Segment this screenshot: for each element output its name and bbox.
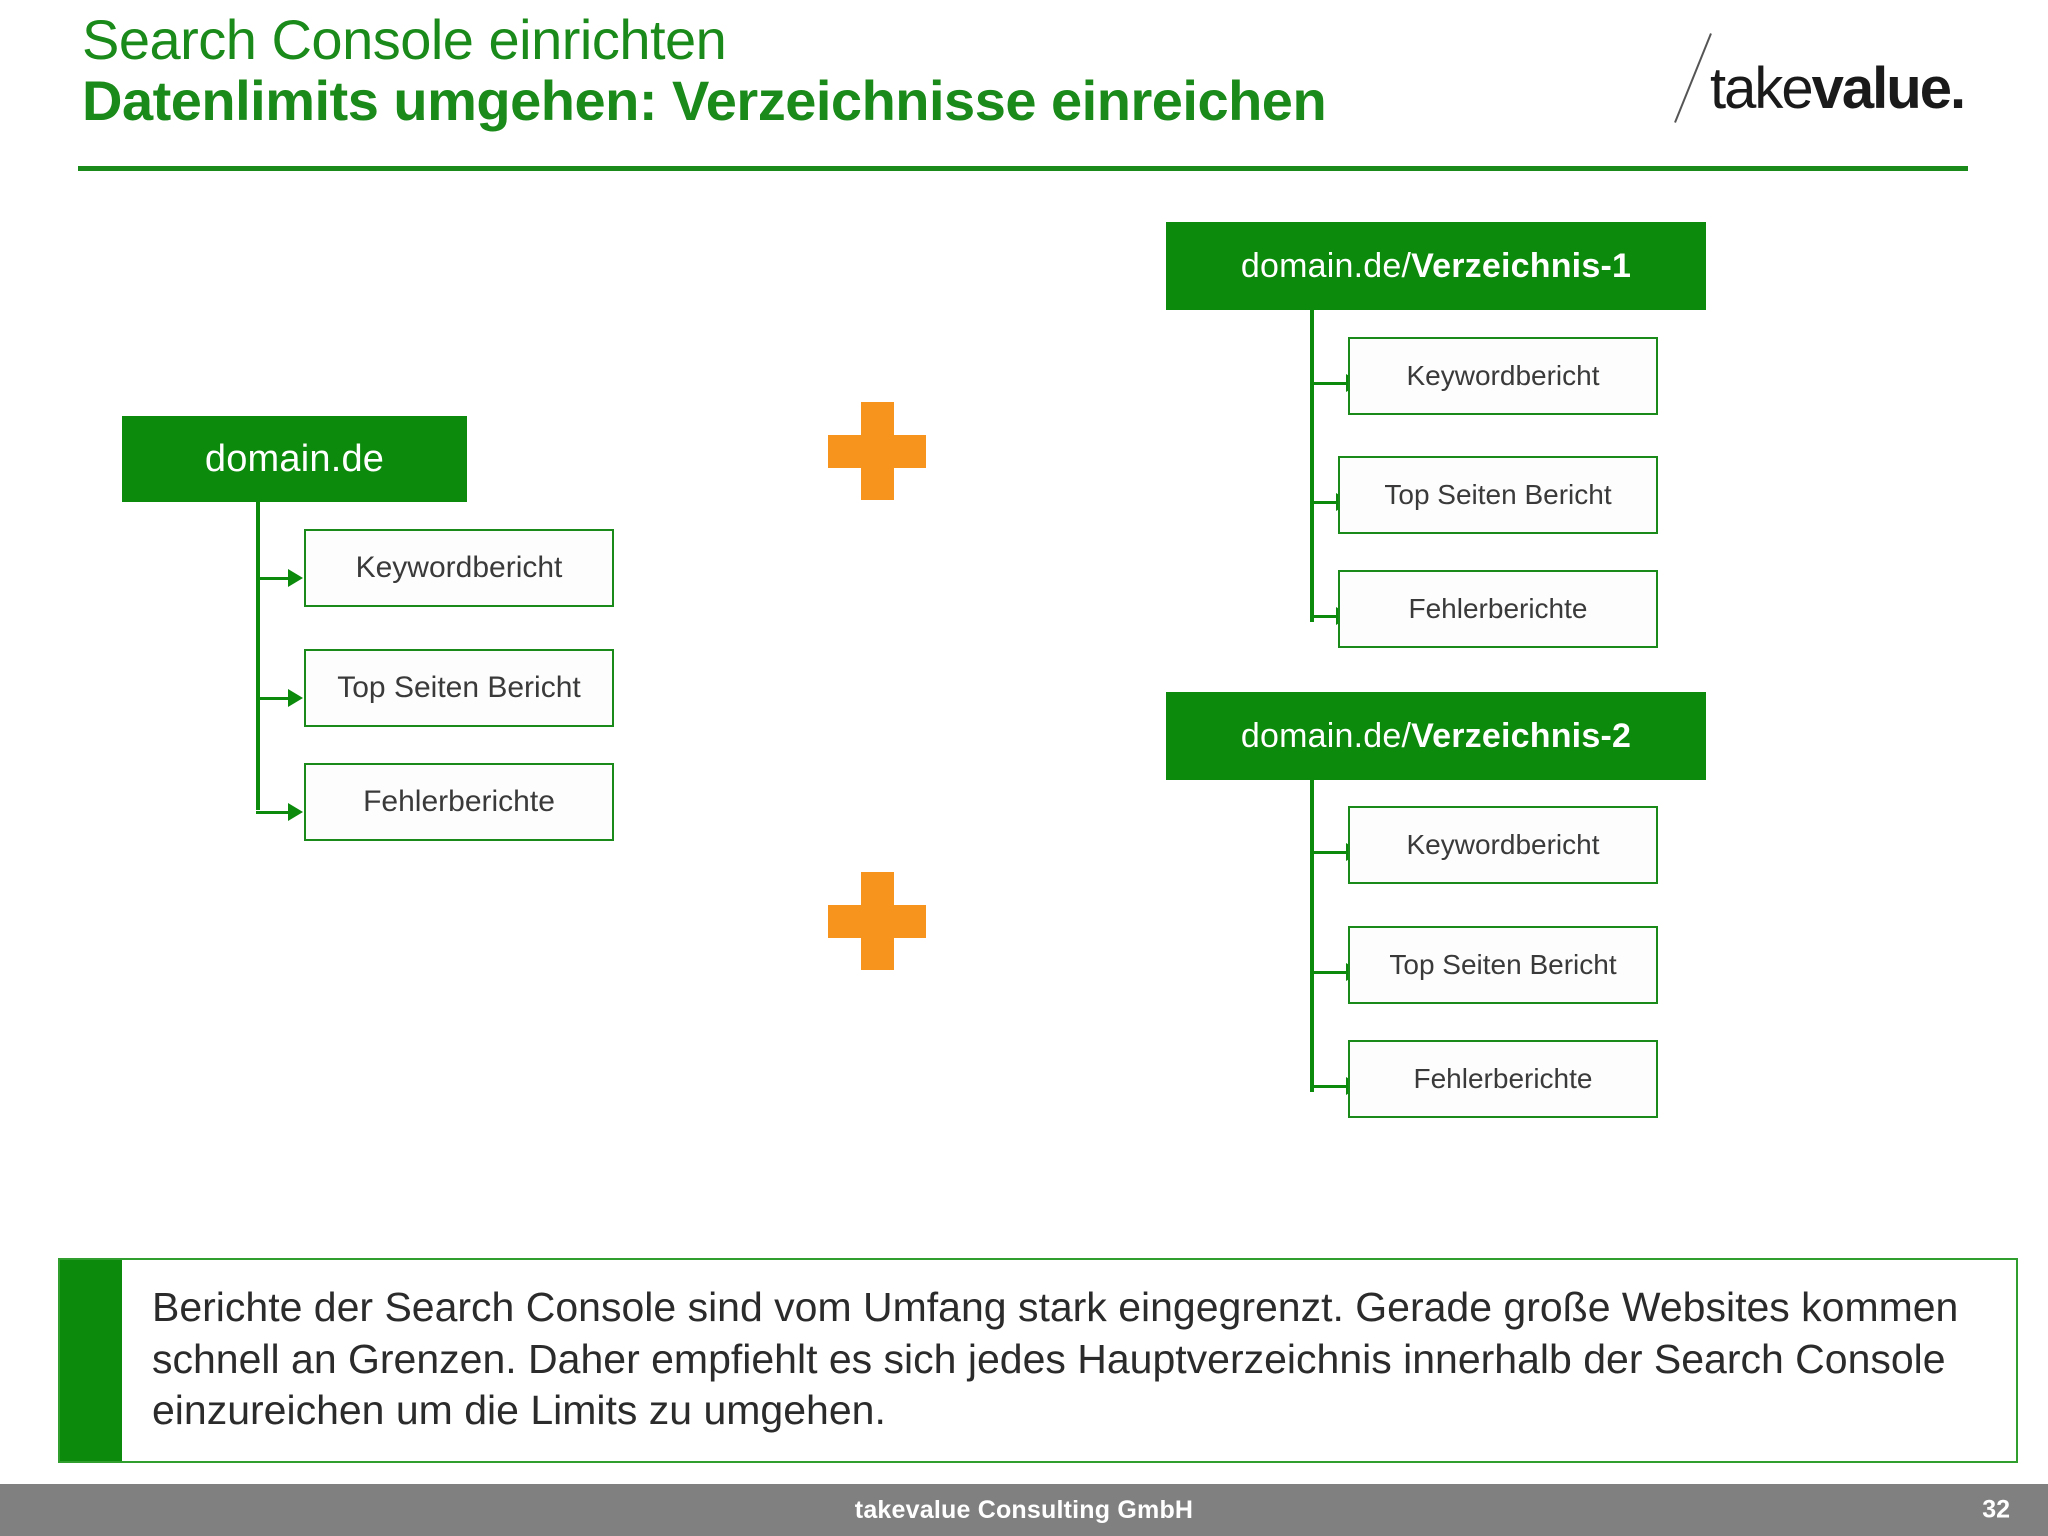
tree-arrow-3 bbox=[256, 802, 304, 822]
page-title: Search Console einrichten Datenlimits um… bbox=[82, 8, 1782, 133]
leaf-label: Keywordbericht bbox=[355, 551, 563, 584]
tree-header-suffix: Verzeichnis-1 bbox=[1411, 246, 1632, 285]
logo-wordmark: takevalue. bbox=[1710, 60, 1966, 118]
title-line-2: Datenlimits umgehen: Verzeichnisse einre… bbox=[82, 69, 1327, 133]
callout-text: Berichte der Search Console sind vom Umf… bbox=[152, 1284, 1959, 1434]
footer-bar: takevalue Consulting GmbH 32 bbox=[0, 1484, 2048, 1536]
tree-spine-verzeichnis-1 bbox=[1310, 310, 1314, 622]
title-underline-rule bbox=[78, 166, 1968, 171]
leaf-box-fehlerberichte[interactable]: Fehlerberichte bbox=[1348, 1040, 1658, 1118]
plus-icon-2 bbox=[828, 872, 926, 970]
tree-header-domain-root[interactable]: domain.de bbox=[122, 416, 467, 502]
takevalue-logo: takevalue. bbox=[1674, 33, 1988, 124]
tree-header-prefix: domain.de/ bbox=[1240, 246, 1412, 285]
logo-text-light: take bbox=[1710, 56, 1814, 121]
tree-arrow-2 bbox=[256, 688, 304, 708]
logo-text-bold: value. bbox=[1811, 56, 1966, 121]
leaf-label: Top Seiten Bericht bbox=[1384, 479, 1612, 510]
footer-company-name: takevalue Consulting GmbH bbox=[854, 1495, 1194, 1524]
callout-box: Berichte der Search Console sind vom Umf… bbox=[58, 1258, 2018, 1463]
leaf-label: Top Seiten Bericht bbox=[337, 671, 581, 704]
leaf-label: Fehlerberichte bbox=[363, 785, 555, 818]
leaf-box-keywordbericht[interactable]: Keywordbericht bbox=[1348, 337, 1658, 415]
tree-arrow-1 bbox=[256, 568, 304, 588]
tree-header-suffix: Verzeichnis-2 bbox=[1411, 716, 1632, 755]
leaf-label: Fehlerberichte bbox=[1408, 593, 1588, 624]
leaf-box-keywordbericht[interactable]: Keywordbericht bbox=[1348, 806, 1658, 884]
leaf-box-top-seiten-bericht[interactable]: Top Seiten Bericht bbox=[1348, 926, 1658, 1004]
plus-icon-1 bbox=[828, 402, 926, 500]
leaf-box-top-seiten-bericht[interactable]: Top Seiten Bericht bbox=[304, 649, 614, 727]
leaf-box-fehlerberichte[interactable]: Fehlerberichte bbox=[304, 763, 614, 841]
leaf-label: Keywordbericht bbox=[1406, 829, 1600, 860]
callout-accent-bar bbox=[60, 1260, 122, 1461]
leaf-box-fehlerberichte[interactable]: Fehlerberichte bbox=[1338, 570, 1658, 648]
tree-header-prefix: domain.de bbox=[204, 437, 385, 480]
leaf-box-top-seiten-bericht[interactable]: Top Seiten Bericht bbox=[1338, 456, 1658, 534]
leaf-label: Top Seiten Bericht bbox=[1389, 949, 1617, 980]
tree-header-verzeichnis-2[interactable]: domain.de/Verzeichnis-2 bbox=[1166, 692, 1706, 780]
leaf-box-keywordbericht[interactable]: Keywordbericht bbox=[304, 529, 614, 607]
tree-spine-domain-root bbox=[256, 502, 260, 810]
leaf-label: Keywordbericht bbox=[1406, 360, 1600, 391]
tree-spine-verzeichnis-2 bbox=[1310, 780, 1314, 1092]
tree-header-verzeichnis-1[interactable]: domain.de/Verzeichnis-1 bbox=[1166, 222, 1706, 310]
title-line-1: Search Console einrichten bbox=[82, 8, 727, 71]
footer-page-number: 32 bbox=[1982, 1495, 2010, 1524]
leaf-label: Fehlerberichte bbox=[1413, 1063, 1593, 1094]
tree-header-prefix: domain.de/ bbox=[1240, 716, 1412, 755]
